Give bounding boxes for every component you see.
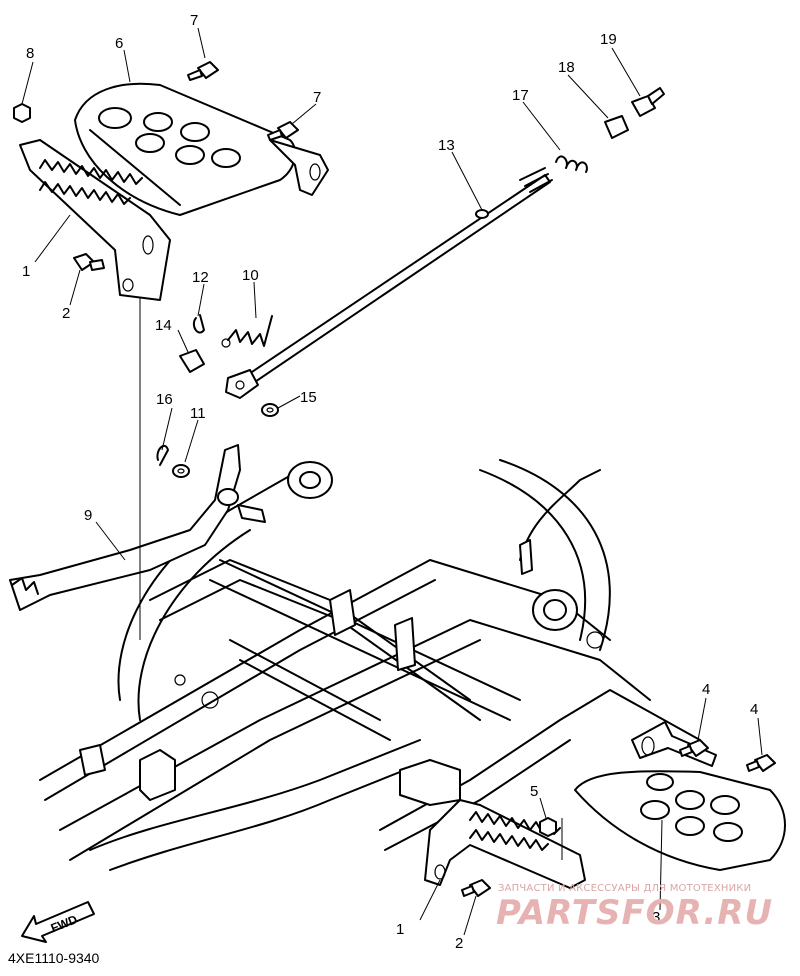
left-footpeg bbox=[19, 139, 171, 301]
callout-16: 16 bbox=[156, 391, 173, 408]
callout-19: 19 bbox=[600, 31, 617, 48]
callout-15: 15 bbox=[300, 389, 317, 406]
spring-part-10 bbox=[221, 315, 273, 348]
spring-part-17 bbox=[555, 155, 588, 173]
callout-4-left: 4 bbox=[702, 681, 710, 698]
callout-14: 14 bbox=[155, 317, 172, 334]
bolt-part-2-right bbox=[461, 879, 491, 897]
callout-7-upper: 7 bbox=[190, 12, 198, 29]
callout-13: 13 bbox=[438, 137, 455, 154]
nut-part-8 bbox=[13, 103, 31, 123]
frame bbox=[39, 459, 701, 871]
nut-part-5 bbox=[539, 817, 557, 837]
bolt-part-2-left bbox=[73, 253, 105, 271]
callout-4-right: 4 bbox=[750, 701, 758, 718]
washer-part-15 bbox=[261, 403, 279, 417]
bolt-part-7-right bbox=[267, 121, 299, 141]
callout-7-right: 7 bbox=[313, 89, 321, 106]
callout-9: 9 bbox=[84, 507, 92, 524]
pin-part-14 bbox=[179, 349, 205, 373]
bolt-part-7-upper bbox=[187, 61, 219, 81]
callout-6: 6 bbox=[115, 35, 123, 52]
brake-rod-joint bbox=[225, 369, 259, 399]
fwd-label: FWD bbox=[49, 912, 80, 935]
callout-12: 12 bbox=[192, 269, 209, 286]
washer-part-11 bbox=[172, 464, 190, 478]
fwd-arrow-icon: FWD bbox=[21, 901, 95, 943]
callouts: 1 1 2 2 3 4 4 5 6 7 7 8 9 10 11 12 13 14… bbox=[22, 12, 758, 952]
callout-8: 8 bbox=[26, 45, 34, 62]
watermark-logo: PARTSFOR.RU bbox=[496, 893, 774, 933]
leader-lines bbox=[21, 27, 763, 936]
callout-11: 11 bbox=[190, 405, 206, 422]
drawing-code: 4XE1110-9340 bbox=[8, 950, 100, 966]
right-footpeg bbox=[424, 799, 586, 889]
cotter-pin-part-16 bbox=[156, 444, 169, 466]
brake-pedal bbox=[9, 444, 266, 611]
callout-2-left: 2 bbox=[62, 305, 70, 322]
left-footrest bbox=[74, 82, 329, 216]
callout-1-left: 1 bbox=[22, 263, 30, 280]
callout-10: 10 bbox=[242, 267, 259, 284]
brake-rod bbox=[239, 167, 553, 389]
pin-part-18 bbox=[604, 115, 629, 139]
callout-18: 18 bbox=[558, 59, 575, 76]
bolt-part-4-right bbox=[746, 754, 776, 772]
callout-5: 5 bbox=[530, 783, 538, 800]
callout-17: 17 bbox=[512, 87, 529, 104]
callout-1-right: 1 bbox=[396, 921, 404, 938]
callout-2-right: 2 bbox=[455, 935, 463, 952]
right-footrest bbox=[574, 721, 786, 871]
cotter-pin-part-12 bbox=[192, 314, 205, 334]
watermark-tagline: ЗАПЧАСТИ И АКСЕССУАРЫ ДЛЯ МОТОТЕХНИКИ bbox=[498, 883, 752, 894]
bolt-part-4-left bbox=[679, 739, 709, 757]
callout-3: 3 bbox=[652, 909, 660, 926]
wing-nut-part-19 bbox=[631, 87, 665, 117]
